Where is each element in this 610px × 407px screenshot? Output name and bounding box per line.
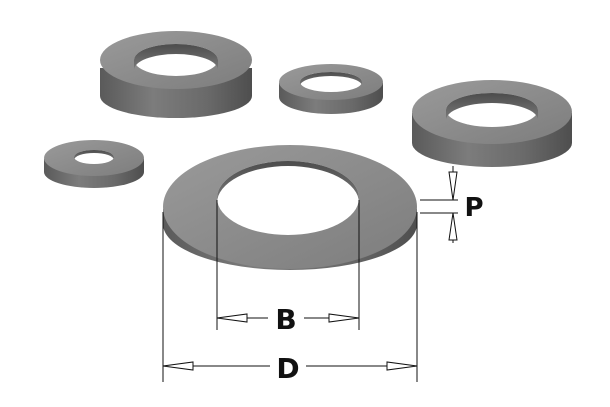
label-d: D <box>276 352 299 385</box>
arrow-p-bottom <box>448 212 458 241</box>
arrow-p-top <box>448 171 458 201</box>
arrowheads <box>162 171 458 371</box>
washer-right-thick <box>412 80 572 167</box>
washer-small-left <box>44 140 144 188</box>
washer-large-thick <box>100 31 252 118</box>
arrow-d-right <box>386 361 418 371</box>
arrow-b-right <box>328 313 360 323</box>
washer-small-top <box>279 64 383 114</box>
arrow-b-left <box>216 313 248 323</box>
arrow-d-left <box>162 361 194 371</box>
label-b: B <box>275 303 296 336</box>
label-p: P <box>464 193 483 223</box>
washer-dimensioned <box>163 145 417 270</box>
